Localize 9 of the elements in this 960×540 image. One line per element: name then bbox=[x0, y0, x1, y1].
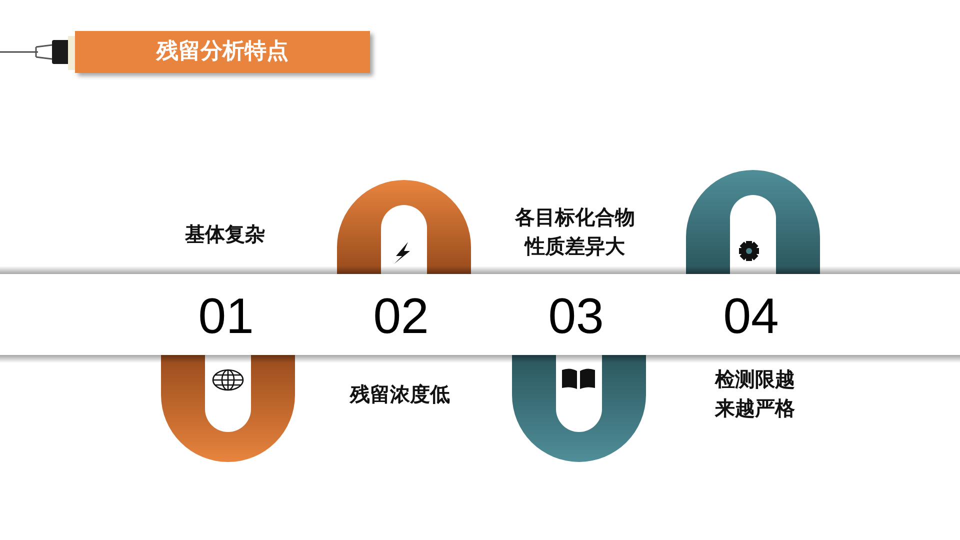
feature-text: 基体复杂 bbox=[184, 220, 266, 248]
step-number: 01 bbox=[197, 287, 255, 346]
feature-text: 各目标化合物性质差异大 bbox=[514, 204, 636, 260]
feature-text: 检测限越来越严格 bbox=[714, 366, 796, 422]
title-banner: 残留分析特点 bbox=[75, 31, 370, 73]
step-number: 04 bbox=[722, 287, 780, 346]
step-number: 03 bbox=[547, 287, 605, 346]
step-number: 02 bbox=[372, 287, 430, 346]
feature-text: 残留浓度低 bbox=[348, 380, 451, 408]
